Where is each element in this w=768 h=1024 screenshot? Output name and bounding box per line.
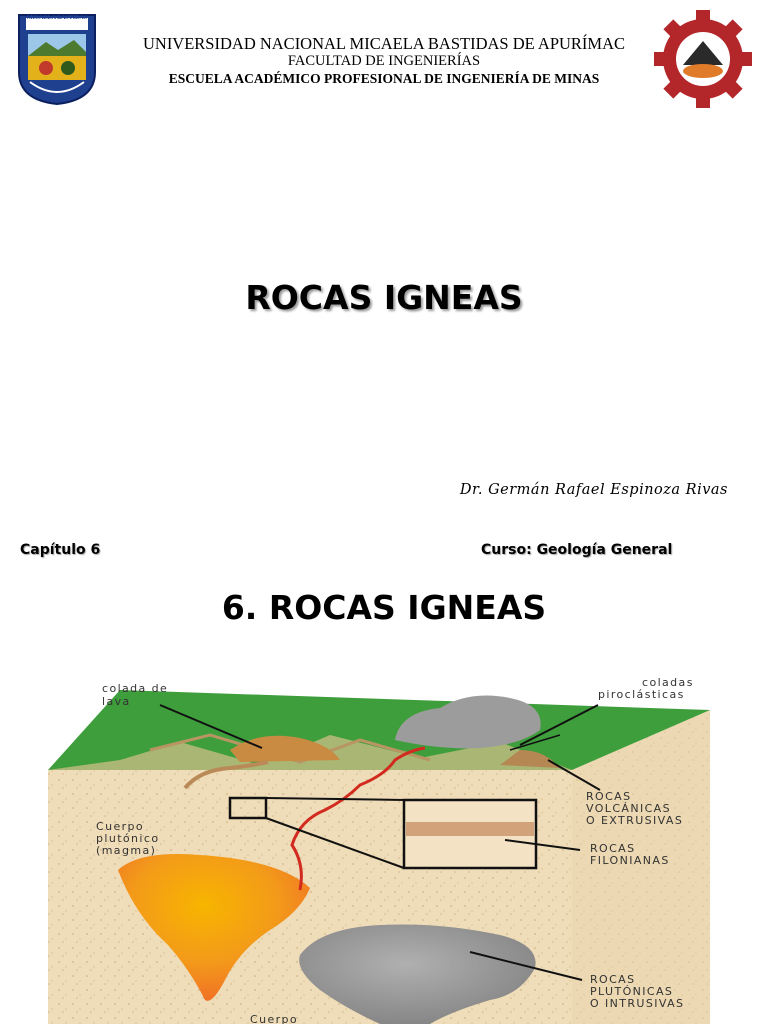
label-plutbody-1: Cuerpo — [96, 820, 144, 833]
label-fil-1: ROCAS — [590, 842, 636, 855]
course-label: Curso: Geología General — [481, 542, 673, 558]
label-volc-3: O EXTRUSIVAS — [586, 814, 683, 827]
mining-engineering-gear-icon — [654, 10, 752, 108]
label-lava-1: colada de — [102, 682, 168, 695]
igneous-rocks-diagram: colada de lava coladas piroclásticas ROC… — [48, 676, 710, 1024]
label-pyro-2: piroclásticas — [598, 688, 685, 701]
label-fil-2: FILONIANAS — [590, 854, 670, 867]
sill-zoom-box — [228, 796, 268, 820]
label-bottom-body: Cuerpo — [250, 1013, 298, 1024]
faculty-name: FACULTAD DE INGENIERÍAS — [287, 53, 481, 69]
seal-text: MICAELA BASTIDAS — [26, 15, 88, 21]
section-heading: 6. ROCAS IGNEAS — [221, 588, 547, 627]
pyroclastic-cloud — [395, 695, 541, 749]
page-title: ROCAS IGNEAS — [245, 278, 523, 317]
magma-body — [118, 854, 310, 1001]
label-lava-2: lava — [102, 695, 131, 708]
pluton-body — [299, 924, 536, 1024]
author-name: Dr. Germán Rafael Espinoza Rivas — [459, 482, 728, 498]
label-plut-2: PLUTÓNICAS — [590, 985, 673, 998]
grass-surface — [48, 690, 710, 770]
label-plutbody-2: plutónico — [96, 832, 159, 845]
label-plut-3: O INTRUSIVAS — [590, 997, 684, 1010]
university-seal-icon — [18, 14, 96, 106]
label-volc-1: ROCAS — [586, 790, 632, 803]
label-pyro-1: coladas — [642, 676, 694, 689]
chapter-label: Capítulo 6 — [20, 542, 101, 558]
lava-flow — [230, 735, 340, 762]
school-name: ESCUELA ACADÉMICO PROFESIONAL DE INGENIE… — [168, 71, 600, 86]
university-name: UNIVERSIDAD NACIONAL MICAELA BASTIDAS DE… — [142, 34, 626, 53]
label-plutbody-3: (magma) — [96, 844, 156, 857]
label-volc-2: VOLCÁNICAS — [586, 802, 671, 815]
label-plut-1: ROCAS — [590, 973, 636, 986]
